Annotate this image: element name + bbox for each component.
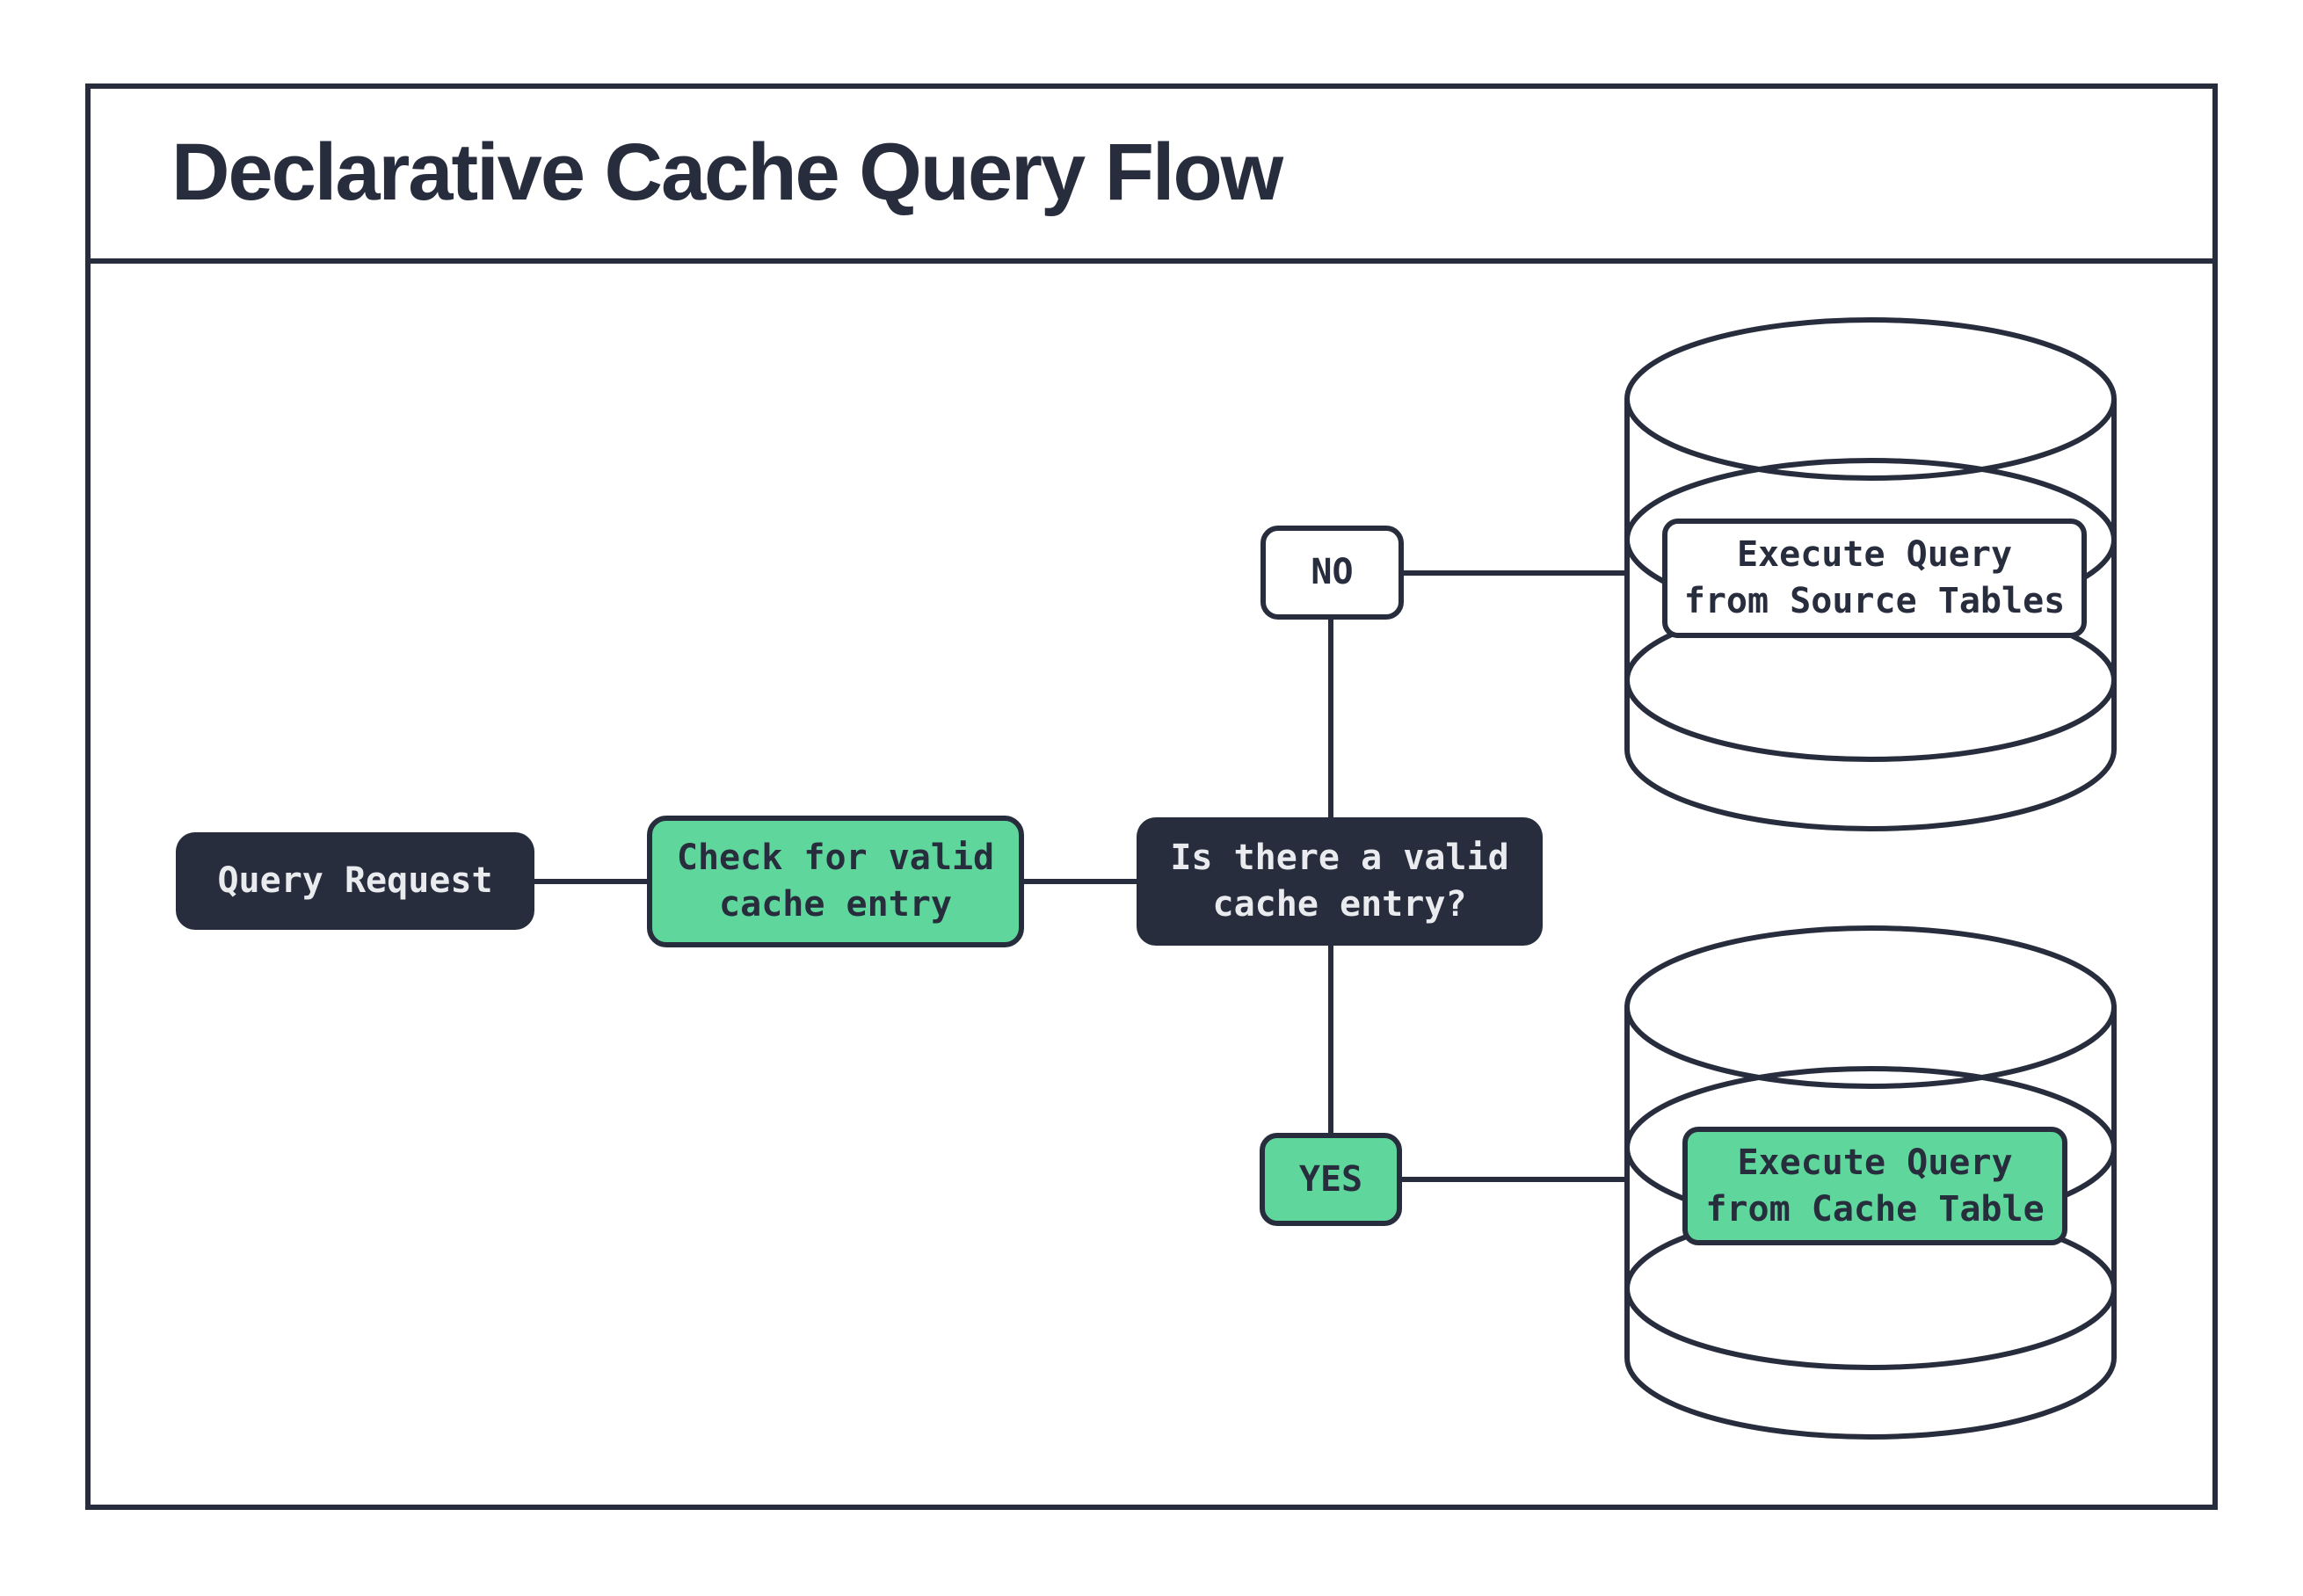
node-execute-cache-table: Execute Query from Cache Table [1682, 1127, 2067, 1245]
cylinder-bottom-arc [1624, 749, 2117, 831]
header-divider [85, 258, 2218, 264]
diagram-header: Declarative Cache Query Flow [85, 83, 2218, 261]
cylinder-bottom-arc [1624, 1357, 2117, 1440]
node-decision-valid-cache: Is there a valid cache entry? [1137, 817, 1543, 946]
node-execute-source-tables: Execute Query from Source Tables [1662, 519, 2087, 638]
node-query-request: Query Request [176, 832, 534, 930]
branch-label-no: NO [1260, 526, 1404, 620]
branch-label-yes: YES [1260, 1133, 1402, 1226]
cylinder-disk [1624, 317, 2117, 481]
cylinder-disk [1624, 925, 2117, 1089]
edges [534, 570, 1627, 1182]
page-title: Declarative Cache Query Flow [171, 127, 1283, 217]
node-check-cache: Check for valid cache entry [647, 816, 1024, 947]
